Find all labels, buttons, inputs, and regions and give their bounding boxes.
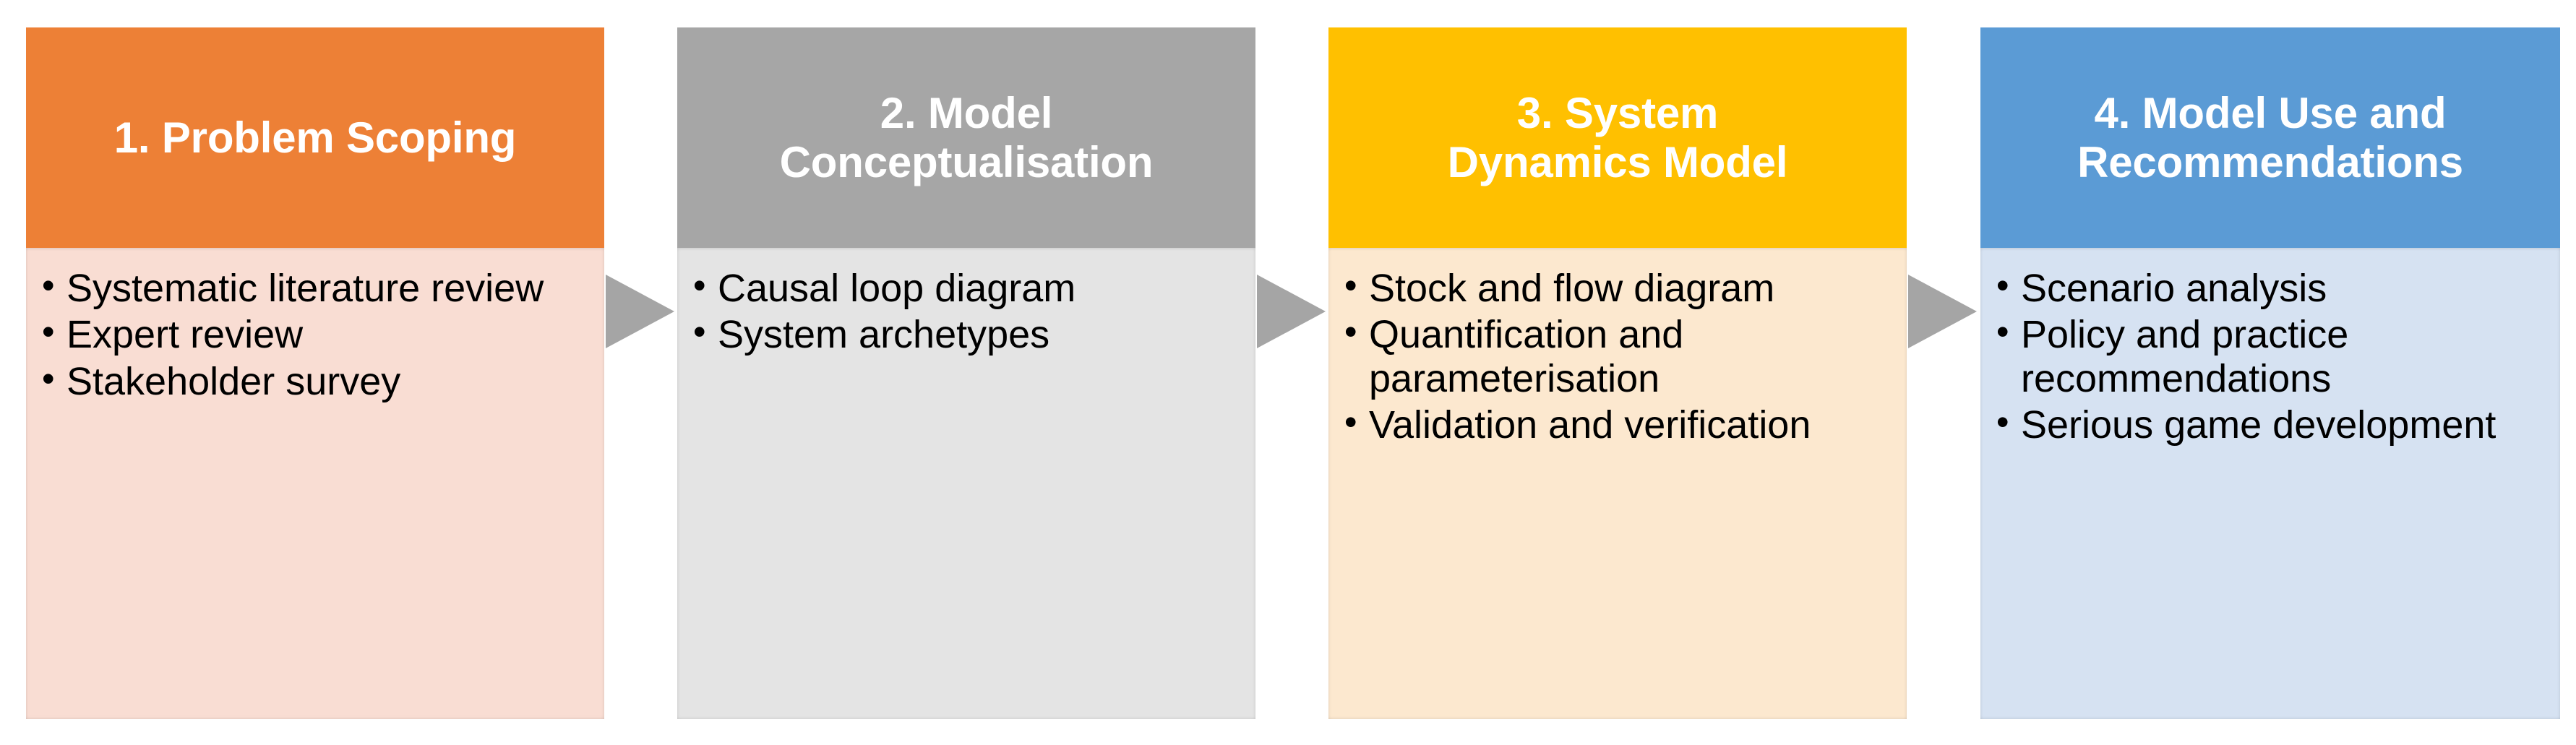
list-item: Causal loop diagram (693, 265, 1245, 310)
stage-header-3: 3. System Dynamics Model (1328, 27, 1907, 248)
stage-bullet-list-4: Scenario analysis Policy and practice re… (1996, 265, 2550, 447)
arrow-right-icon (606, 275, 674, 348)
stage-card-1: 1. Problem Scoping Systematic literature… (26, 27, 604, 719)
stage-body-2: Causal loop diagram System archetypes (677, 248, 1255, 719)
stage-title-3: 3. System Dynamics Model (1447, 89, 1788, 186)
stage-header-1: 1. Problem Scoping (26, 27, 604, 248)
stage-body-3: Stock and flow diagram Quantification an… (1328, 248, 1907, 719)
stage-bullet-list-3: Stock and flow diagram Quantification an… (1344, 265, 1897, 447)
stage-body-4: Scenario analysis Policy and practice re… (1980, 248, 2560, 719)
list-item: Stock and flow diagram (1344, 265, 1897, 310)
list-item: Quantification and parameterisation (1344, 311, 1897, 400)
list-item: Scenario analysis (1996, 265, 2550, 310)
list-item: System archetypes (693, 311, 1245, 356)
stage-card-4: 4. Model Use and Recommendations Scenari… (1980, 27, 2560, 719)
stage-title-2: 2. Model Conceptualisation (779, 89, 1154, 186)
stage-bullet-list-1: Systematic literature review Expert revi… (42, 265, 594, 403)
list-item: Serious game development (1996, 402, 2550, 447)
list-item: Stakeholder survey (42, 358, 594, 403)
list-item: Expert review (42, 311, 594, 356)
stage-body-1: Systematic literature review Expert revi… (26, 248, 604, 719)
stage-title-1: 1. Problem Scoping (113, 113, 517, 162)
stage-title-4: 4. Model Use and Recommendations (2077, 89, 2463, 186)
list-item: Systematic literature review (42, 265, 594, 310)
arrow-right-icon (1257, 275, 1326, 348)
stage-header-2: 2. Model Conceptualisation (677, 27, 1255, 248)
stage-bullet-list-2: Causal loop diagram System archetypes (693, 265, 1245, 357)
stage-card-3: 3. System Dynamics Model Stock and flow … (1328, 27, 1907, 719)
list-item: Policy and practice recommendations (1996, 311, 2550, 400)
list-item: Validation and verification (1344, 402, 1897, 447)
arrow-right-icon (1908, 275, 1977, 348)
stage-card-2: 2. Model Conceptualisation Causal loop d… (677, 27, 1255, 719)
stage-header-4: 4. Model Use and Recommendations (1980, 27, 2560, 248)
